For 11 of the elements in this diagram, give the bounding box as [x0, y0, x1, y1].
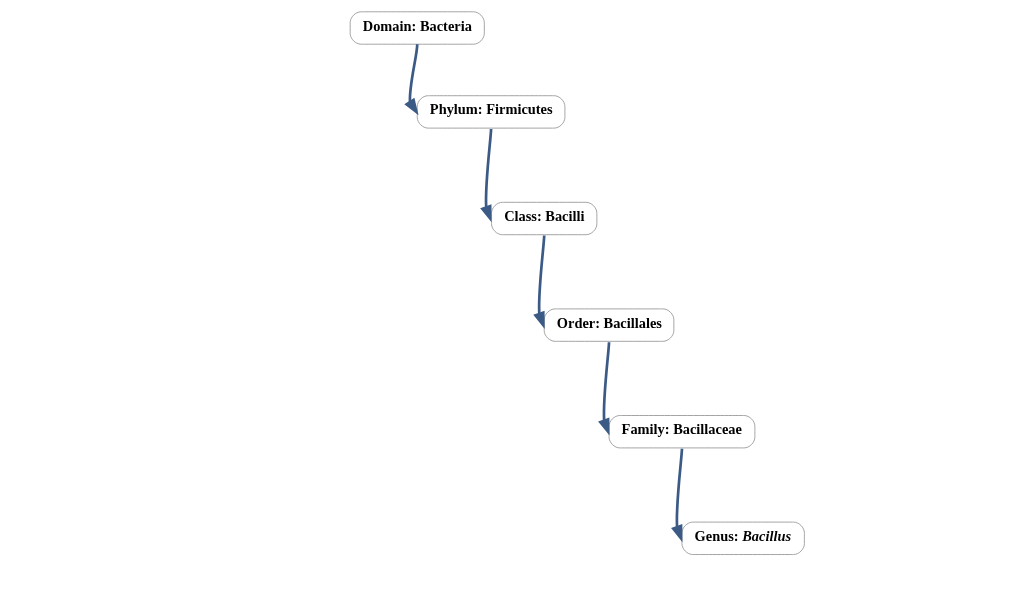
arrow	[670, 448, 683, 543]
node-box: Domain: Bacteria	[349, 11, 485, 45]
node-box: Genus: Bacillus	[681, 521, 805, 555]
arrow	[597, 342, 610, 436]
node-box: Family: Bacillaceae	[608, 415, 755, 449]
node-box: Class: Bacilli	[490, 201, 597, 236]
arrow	[479, 128, 492, 223]
arrow	[403, 44, 419, 116]
node-box: Order: Bacillales	[543, 308, 674, 342]
arrow	[532, 235, 546, 329]
node-box: Phylum: Firmicutes	[416, 95, 565, 129]
